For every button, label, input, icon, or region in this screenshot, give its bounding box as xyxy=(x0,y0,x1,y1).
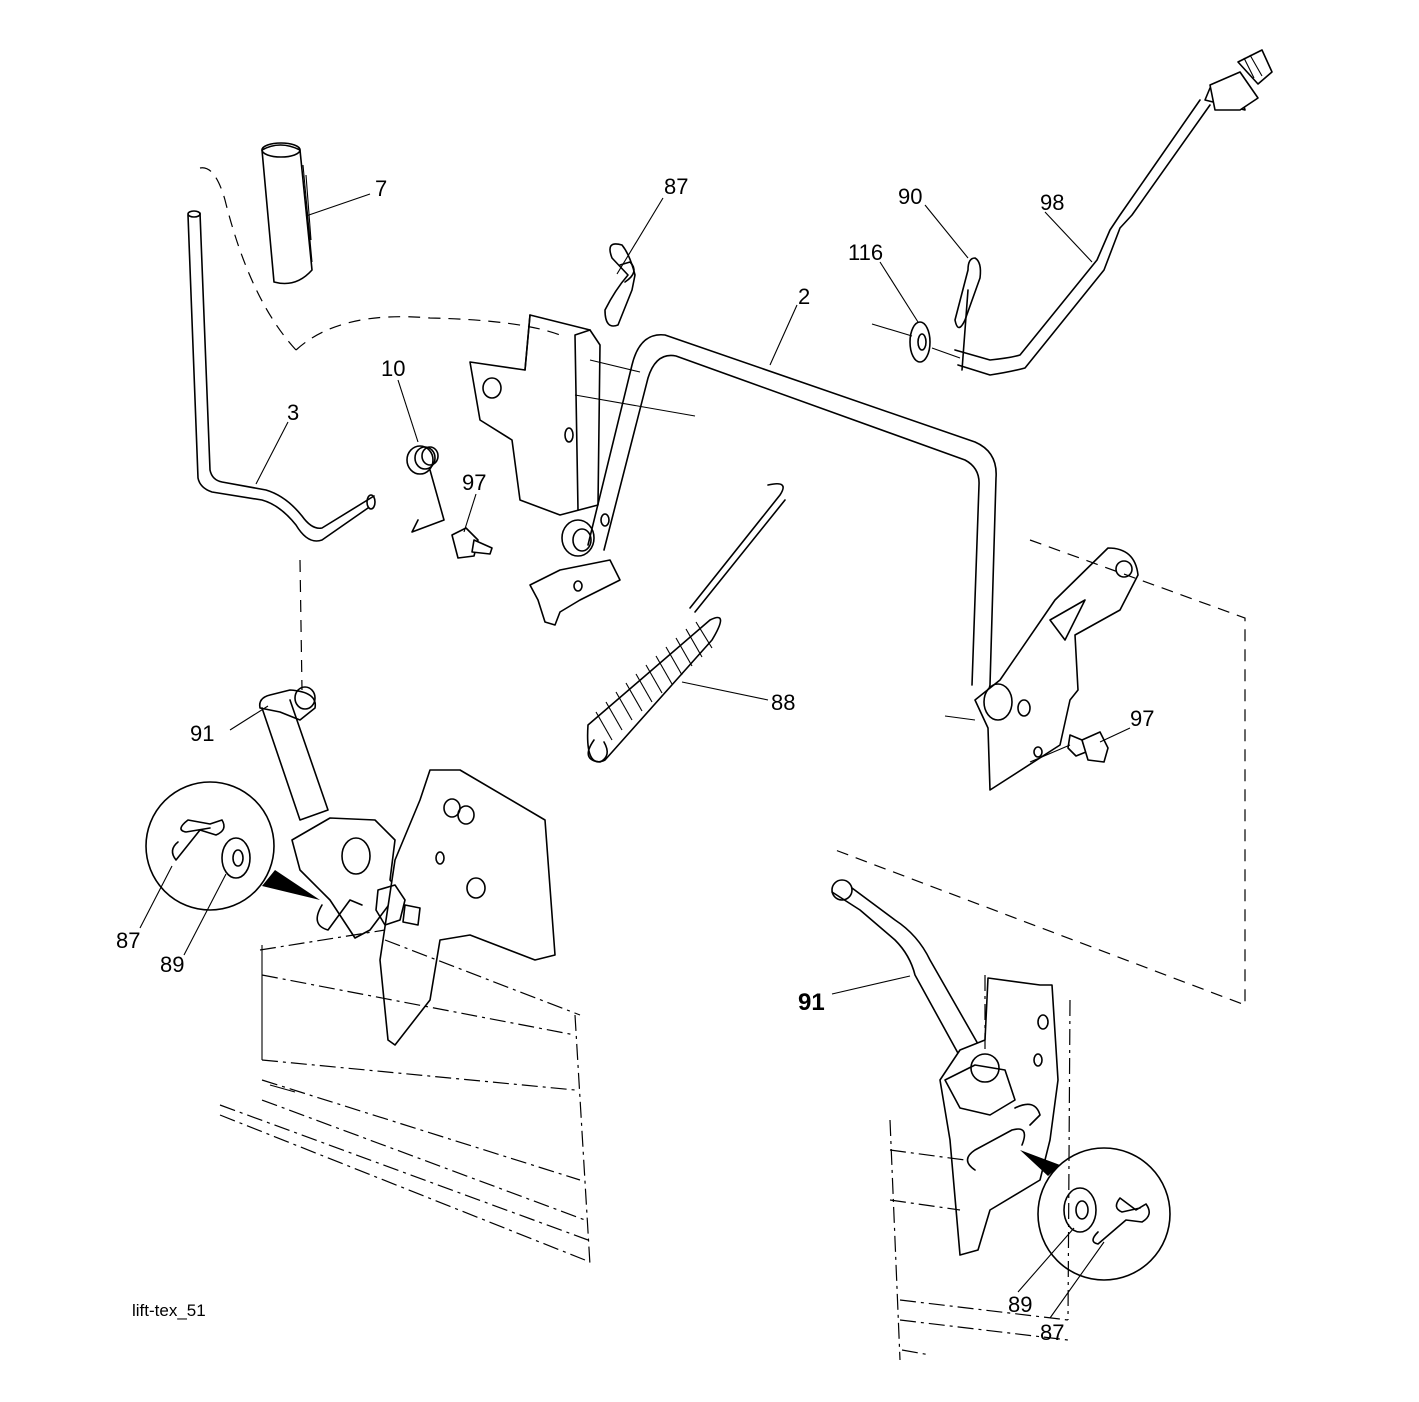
lift-bracket-part xyxy=(469,314,696,626)
callout-98: 98 xyxy=(1040,190,1064,215)
callout-87-right: 87 xyxy=(1040,1320,1064,1345)
lift-arm-right-part xyxy=(831,879,991,1076)
callout-97-mid: 97 xyxy=(462,470,486,495)
callout-2: 2 xyxy=(798,284,810,309)
left-frame-bracket-part xyxy=(291,769,556,1046)
callout-97-right: 97 xyxy=(1130,706,1154,731)
right-lift-bracket-part xyxy=(944,547,1139,791)
callout-90: 90 xyxy=(898,184,922,209)
callout-3: 3 xyxy=(287,400,299,425)
lift-arm-left-part xyxy=(258,559,329,821)
lift-link-rod-98-part xyxy=(954,49,1273,376)
handle-grip-part xyxy=(261,142,313,285)
callout-labels: 7 87 90 98 116 2 10 3 97 88 91 97 87 89 … xyxy=(116,174,1154,1345)
callout-91-right: 91 xyxy=(798,989,825,1016)
torsion-spring-part xyxy=(406,445,445,533)
shoulder-bolt-right-part xyxy=(1029,731,1109,763)
hairpin-clip-top-part xyxy=(604,243,636,327)
deck-outline-left xyxy=(219,929,591,1266)
callout-89-right: 89 xyxy=(1008,1292,1032,1317)
callout-88: 88 xyxy=(771,690,795,715)
callout-7: 7 xyxy=(375,176,387,201)
diagram-id-caption: lift-tex_51 xyxy=(132,1301,206,1320)
shoulder-bolt-mid-part xyxy=(451,527,493,559)
washer-116-part xyxy=(871,321,961,363)
callout-87-left: 87 xyxy=(116,928,140,953)
callout-87-top: 87 xyxy=(664,174,688,199)
detail-bubble-left xyxy=(145,781,320,911)
callout-89-left: 89 xyxy=(160,952,184,977)
hairpin-clip-90-part xyxy=(954,257,982,371)
callout-91-left: 91 xyxy=(190,721,214,746)
leader-lines xyxy=(139,193,1131,1319)
callout-10: 10 xyxy=(381,356,405,381)
tension-spring-part xyxy=(586,482,786,763)
lift-handle-rod-part xyxy=(187,167,376,542)
detail-bubble-right xyxy=(1020,1147,1171,1281)
panel-outline-right xyxy=(829,539,1246,1006)
right-frame-bracket-part xyxy=(889,975,1071,1361)
callout-116: 116 xyxy=(848,240,883,265)
